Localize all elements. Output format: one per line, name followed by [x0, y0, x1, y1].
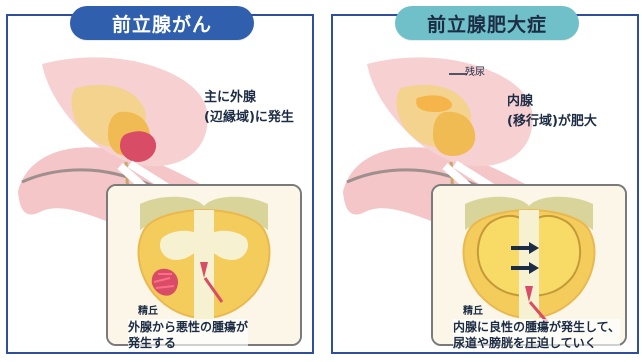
- verumontanum-label-left: 精丘: [138, 302, 158, 317]
- caption-line-2: 尿道や膀胱を圧迫していく: [453, 335, 620, 351]
- bph-panel: 前立腺肥大症 残尿 内腺 (移行域)が肥大 精丘 内腺に: [331, 14, 639, 354]
- caption-line-2: 発生する: [128, 335, 248, 351]
- right-description: 内腺 (移行域)が肥大: [507, 92, 597, 132]
- caption-line-1: 内腺に良性の腫瘍が発生して、: [453, 319, 620, 335]
- left-inset-caption: 外腺から悪性の腫瘍が 発生する: [128, 319, 248, 351]
- left-description: 主に外腺 (辺縁域)に発生: [204, 88, 294, 128]
- description-line-2: (辺縁域)に発生: [204, 108, 294, 128]
- description-line-1: 内腺: [507, 92, 597, 112]
- caption-line-1: 外腺から悪性の腫瘍が: [128, 319, 248, 335]
- prostate-cancer-panel: 前立腺がん 主に外腺 (辺縁域)に発生 精丘 外腺から悪性の腫瘍が 発生する: [6, 14, 314, 354]
- residual-urine-label: 残尿: [465, 63, 485, 78]
- right-inset-caption: 内腺に良性の腫瘍が発生して、 尿道や膀胱を圧迫していく: [453, 319, 620, 351]
- description-line-1: 主に外腺: [204, 88, 294, 108]
- verumontanum-label-right: 精丘: [463, 302, 483, 317]
- description-line-2: (移行域)が肥大: [507, 112, 597, 132]
